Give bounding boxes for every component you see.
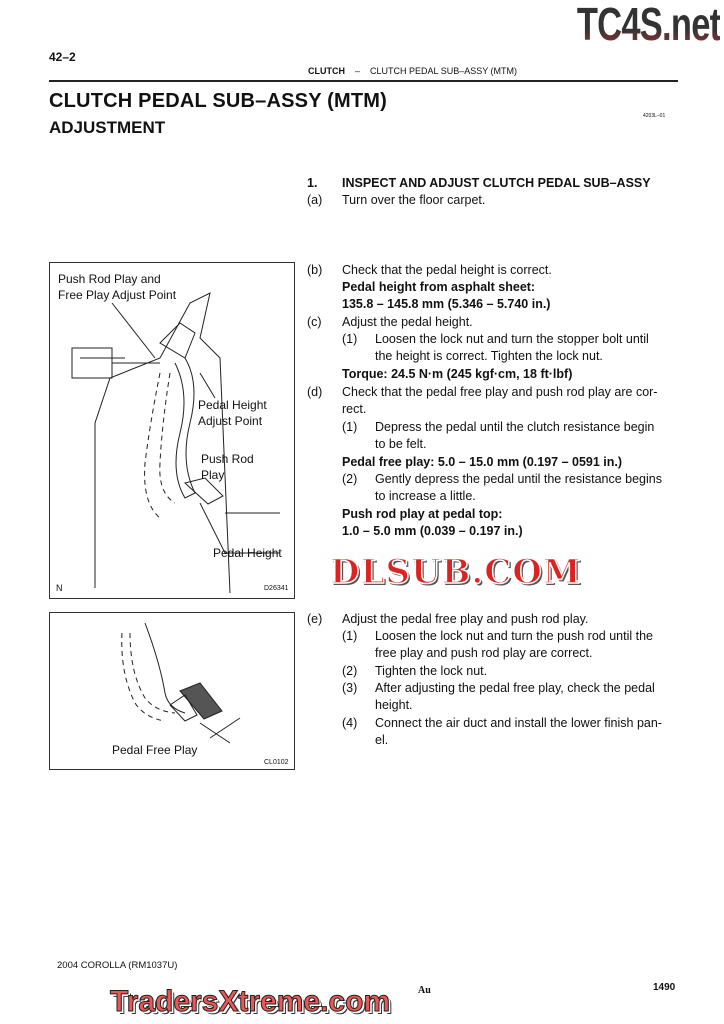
header-rule <box>49 80 678 82</box>
spec-line: 135.8 – 145.8 mm (5.346 – 5.740 in.) <box>342 297 551 312</box>
footer-left: Au <box>418 985 431 996</box>
footer-page: 1490 <box>653 982 676 993</box>
spec-line: 1.0 – 5.0 mm (0.039 – 0.197 in.) <box>342 524 523 539</box>
step-number: (1) <box>342 332 358 346</box>
step-text: Depress the pedal until the clutch resis… <box>375 420 655 434</box>
step-text: to increase a little. <box>375 489 476 504</box>
step-number: (d) <box>307 385 323 399</box>
clutch-pedal-diagram <box>71 292 280 594</box>
spec-line: Pedal free play: 5.0 – 15.0 mm (0.197 – … <box>342 455 623 469</box>
step-text: INSPECT AND ADJUST CLUTCH PEDAL SUB–ASSY <box>342 176 651 190</box>
label-push-rod-1: Push Rod <box>201 452 254 466</box>
step-number: (3) <box>342 681 358 695</box>
step-number: (e) <box>307 612 323 626</box>
step-number: (c) <box>307 315 322 329</box>
step-number: (1) <box>342 629 358 643</box>
step-text: Turn over the floor carpet. <box>342 193 486 207</box>
step-number: (1) <box>342 420 358 434</box>
figure-pedal-free-play: Pedal Free Play CL0102 <box>49 612 295 770</box>
spec-line: Torque: 24.5 N·m (245 kgf·cm, 18 ft·lbf) <box>342 367 573 381</box>
subsection: CLUTCH PEDAL SUB–ASSY (MTM) <box>370 66 518 76</box>
label-push-rod-play-2: Free Play Adjust Point <box>58 288 177 302</box>
step-text: After adjusting the pedal free play, che… <box>375 681 655 695</box>
step-text: free play and push rod play are correct. <box>375 646 593 661</box>
step-number: 1. <box>307 176 318 190</box>
page-subtitle: ADJUSTMENT <box>49 118 166 137</box>
step-text: height. <box>375 698 413 713</box>
step-text: to be felt. <box>375 437 427 452</box>
step-text: rect. <box>342 402 367 417</box>
step-text: Adjust the pedal height. <box>342 315 473 329</box>
step-number: (4) <box>342 716 358 730</box>
label-push-rod-2: Play <box>201 468 225 482</box>
label-pedal-free-play: Pedal Free Play <box>112 743 198 757</box>
step-text: Check that the pedal height is correct. <box>342 263 552 277</box>
watermark-bottom: TradersXtreme.com <box>109 985 391 1019</box>
running-header: CLUTCH–CLUTCH PEDAL SUB–ASSY (MTM) <box>308 66 517 76</box>
watermark-top: TC4S.net <box>576 0 720 50</box>
step-number: (2) <box>342 472 358 486</box>
step-text: Adjust the pedal free play and push rod … <box>342 612 589 626</box>
label-pedal-height: Pedal Height <box>213 546 282 560</box>
step-text: the height is correct. Tighten the lock … <box>375 349 603 364</box>
watermark-middle: DLSUB.COM <box>329 551 582 593</box>
step-text: el. <box>375 733 389 748</box>
figure-code: D26341 <box>264 585 289 592</box>
doc-code: 4203L–01 <box>643 113 666 119</box>
step-number: (2) <box>342 664 358 678</box>
section: CLUTCH <box>308 66 345 76</box>
separator: – <box>355 66 361 76</box>
step-text: Loosen the lock nut and turn the stopper… <box>375 332 649 346</box>
step-text: Loosen the lock nut and turn the push ro… <box>375 629 653 643</box>
spec-line: Push rod play at pedal top: <box>342 507 503 521</box>
page-number: 42–2 <box>49 50 76 64</box>
step-text: Tighten the lock nut. <box>375 664 488 678</box>
step-text: Connect the air duct and install the low… <box>375 716 662 730</box>
label-pedal-height-adjust-2: Adjust Point <box>198 414 263 428</box>
step-number: (a) <box>307 193 323 207</box>
page-title: CLUTCH PEDAL SUB–ASSY (MTM) <box>49 90 388 112</box>
step-text: Gently depress the pedal until the resis… <box>375 472 662 486</box>
figure-code: CL0102 <box>264 759 289 766</box>
spec-line: Pedal height from asphalt sheet: <box>342 280 536 294</box>
figure-corner-mark: N <box>56 583 63 593</box>
footer-model: 2004 COROLLA (RM1037U) <box>57 960 178 971</box>
pedal-free-play-diagram <box>121 622 241 744</box>
label-push-rod-play-1: Push Rod Play and <box>58 272 161 286</box>
step-number: (b) <box>307 263 323 277</box>
figure-clutch-pedal: Push Rod Play and Free Play Adjust Point… <box>49 262 295 599</box>
step-text: Check that the pedal free play and push … <box>342 385 658 399</box>
label-pedal-height-adjust-1: Pedal Height <box>198 398 267 412</box>
